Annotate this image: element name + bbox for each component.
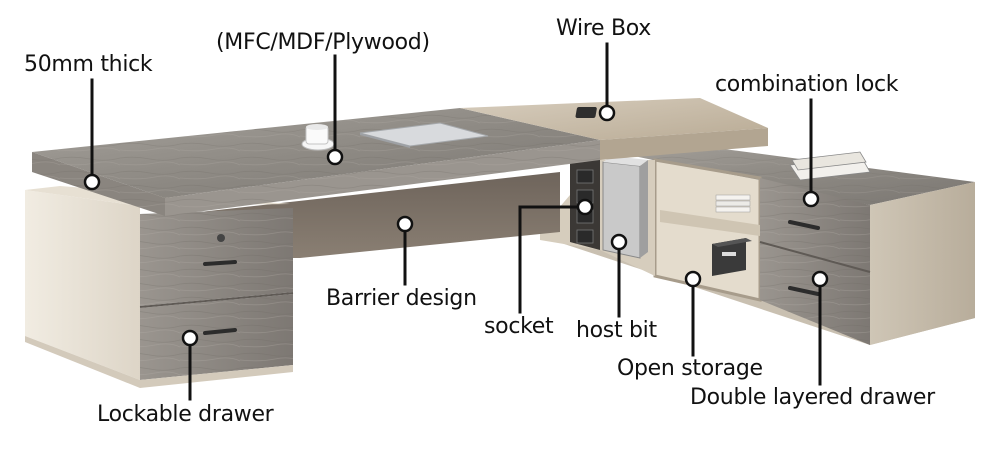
leader-socket xyxy=(518,205,586,314)
label-host-bit: host bit xyxy=(576,318,657,343)
label-socket: socket xyxy=(484,314,554,339)
return-cabinet xyxy=(540,140,975,345)
marker-barrier xyxy=(396,215,414,233)
marker-thickness xyxy=(83,173,101,191)
marker-double-drawer xyxy=(811,270,829,288)
left-pedestal xyxy=(25,186,294,388)
marker-socket xyxy=(576,198,594,216)
label-open-storage: Open storage xyxy=(617,356,763,381)
label-combination-lock: combination lock xyxy=(715,72,899,97)
marker-material xyxy=(326,148,344,166)
marker-host-bit xyxy=(610,233,628,251)
label-double-drawer: Double layered drawer xyxy=(690,385,935,410)
label-thickness: 50mm thick xyxy=(24,52,153,77)
leader-lines xyxy=(83,42,829,401)
marker-lockable-drawer xyxy=(181,329,199,347)
marker-combination-lock xyxy=(802,190,820,208)
marker-wire-box xyxy=(598,104,616,122)
label-wire-box: Wire Box xyxy=(556,16,651,41)
label-material: (MFC/MDF/Plywood) xyxy=(216,30,430,55)
desktop xyxy=(32,98,768,216)
label-barrier: Barrier design xyxy=(326,286,477,311)
label-lockable-drawer: Lockable drawer xyxy=(97,402,274,427)
marker-open-storage xyxy=(684,270,702,288)
